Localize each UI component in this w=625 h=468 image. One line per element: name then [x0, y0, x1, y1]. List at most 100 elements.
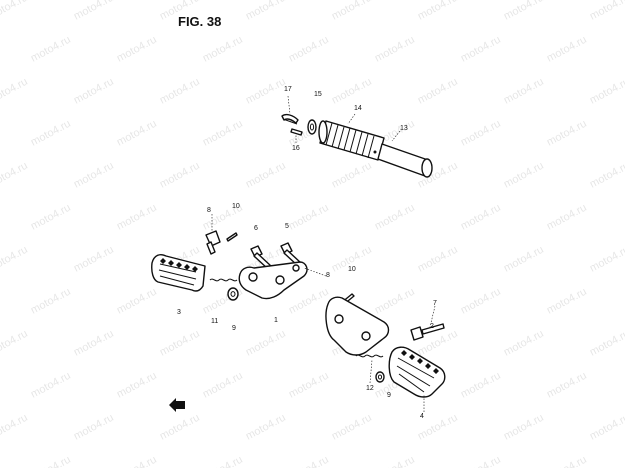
front-arrow-icon: [169, 398, 185, 412]
callout-9-left: 9: [232, 325, 236, 332]
watermark-text: moto4.ru: [416, 0, 460, 23]
watermark-text: moto4.ru: [502, 412, 546, 443]
callout-1: 1: [274, 317, 278, 324]
watermark-text: moto4.ru: [115, 118, 159, 149]
watermark-text: moto4.ru: [459, 202, 503, 233]
callout-9-right: 9: [387, 392, 391, 399]
watermark-text: moto4.ru: [545, 202, 589, 233]
watermark-text: moto4.ru: [29, 370, 73, 401]
watermark-text: moto4.ru: [0, 160, 30, 191]
watermark-text: moto4.ru: [115, 286, 159, 317]
callout-5: 5: [285, 223, 289, 230]
watermark-text: moto4.ru: [502, 244, 546, 275]
watermark-text: moto4.ru: [115, 34, 159, 65]
watermark-text: moto4.ru: [545, 286, 589, 317]
watermark-text: moto4.ru: [545, 454, 589, 468]
watermark-text: moto4.ru: [201, 34, 245, 65]
cotter-pin-10: [226, 232, 238, 242]
watermark-text: moto4.ru: [244, 412, 288, 443]
callout-10-lower: 10: [348, 266, 356, 273]
watermark-text: moto4.ru: [459, 286, 503, 317]
spring-12: [355, 354, 384, 358]
bolt-7: [410, 323, 445, 341]
watermark-text: moto4.ru: [373, 34, 417, 65]
watermark-text: moto4.ru: [330, 160, 374, 191]
watermark-text: moto4.ru: [588, 160, 625, 191]
watermark-text: moto4.ru: [29, 34, 73, 65]
watermark-text: moto4.ru: [72, 244, 116, 275]
watermark-text: moto4.ru: [373, 454, 417, 468]
watermark-text: moto4.ru: [0, 76, 30, 107]
watermark-text: moto4.ru: [459, 454, 503, 468]
watermark-text: moto4.ru: [72, 160, 116, 191]
watermark-text: moto4.ru: [287, 34, 331, 65]
pivot-pin-8: [205, 230, 221, 255]
watermark-text: moto4.ru: [330, 0, 374, 23]
grip-rubber-14: [318, 120, 385, 161]
callout-16: 16: [292, 145, 300, 152]
watermark-text: moto4.ru: [287, 370, 331, 401]
watermark-text: moto4.ru: [502, 76, 546, 107]
watermark-text: moto4.ru: [244, 328, 288, 359]
watermark-text: moto4.ru: [588, 412, 625, 443]
grip-bar-13: [373, 143, 433, 178]
footrest-right-4: [388, 346, 446, 398]
watermark-text: moto4.ru: [72, 328, 116, 359]
watermark-text: moto4.ru: [29, 202, 73, 233]
callout-2: 2: [430, 323, 434, 330]
watermark-text: moto4.ru: [72, 76, 116, 107]
watermark-text: moto4.ru: [416, 76, 460, 107]
watermark-text: moto4.ru: [244, 160, 288, 191]
watermark-text: moto4.ru: [545, 118, 589, 149]
callout-6: 6: [254, 225, 258, 232]
watermark-text: moto4.ru: [201, 118, 245, 149]
watermark-text: moto4.ru: [72, 412, 116, 443]
callout-7: 7: [433, 300, 437, 307]
watermark-text: moto4.ru: [588, 244, 625, 275]
watermark-text: moto4.ru: [158, 412, 202, 443]
watermark-text: moto4.ru: [588, 0, 625, 23]
watermark-text: moto4.ru: [0, 328, 30, 359]
callout-14: 14: [354, 105, 362, 112]
watermark-text: moto4.ru: [588, 328, 625, 359]
callout-12: 12: [366, 385, 374, 392]
watermark-text: moto4.ru: [0, 412, 30, 443]
washer-9-right: [375, 371, 385, 383]
footrest-bracket-1: [238, 261, 308, 300]
figure-title: FIG. 38: [178, 14, 221, 29]
callout-15: 15: [314, 91, 322, 98]
watermark-text: moto4.ru: [502, 160, 546, 191]
spring-11: [209, 278, 238, 282]
watermark-text: moto4.ru: [545, 370, 589, 401]
watermark-text: moto4.ru: [0, 0, 30, 23]
watermark-text: moto4.ru: [29, 286, 73, 317]
watermark-text: moto4.ru: [287, 202, 331, 233]
watermark-text: moto4.ru: [244, 0, 288, 23]
watermark-text: moto4.ru: [588, 76, 625, 107]
watermark-text: moto4.ru: [29, 454, 73, 468]
watermark-text: moto4.ru: [330, 412, 374, 443]
watermark-text: moto4.ru: [158, 160, 202, 191]
watermark-text: moto4.ru: [373, 202, 417, 233]
washer-9-left: [227, 287, 239, 301]
callout-11: 11: [211, 318, 218, 325]
watermark-text: moto4.ru: [115, 454, 159, 468]
watermark-text: moto4.ru: [502, 328, 546, 359]
callout-10-upper: 10: [232, 203, 240, 210]
watermark-text: moto4.ru: [115, 202, 159, 233]
watermark-text: moto4.ru: [158, 76, 202, 107]
watermark-text: moto4.ru: [29, 118, 73, 149]
callout-8-upper: 8: [207, 207, 211, 214]
footrest-left-3: [151, 254, 206, 292]
watermark-text: moto4.ru: [201, 286, 245, 317]
watermark-text: moto4.ru: [459, 34, 503, 65]
callout-4: 4: [420, 413, 424, 420]
bolt-16: [290, 128, 303, 136]
callout-13: 13: [400, 125, 408, 132]
watermark-text: moto4.ru: [373, 286, 417, 317]
watermark-text: moto4.ru: [459, 370, 503, 401]
split-pin-17: [281, 113, 299, 125]
watermark-text: moto4.ru: [545, 34, 589, 65]
